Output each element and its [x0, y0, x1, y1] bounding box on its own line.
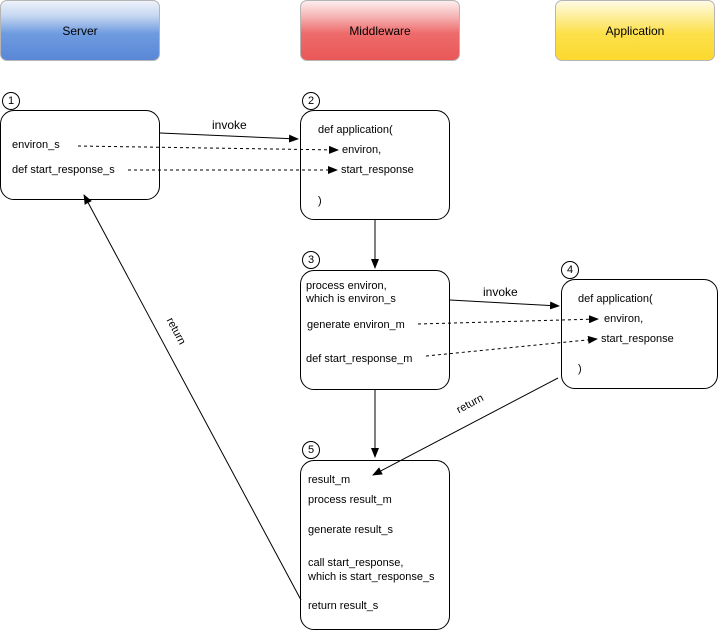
application-header: Application: [555, 0, 715, 61]
step-3-badge: 3: [302, 251, 320, 269]
edge-start-response-m-dashed: [425, 335, 598, 357]
edge-invoke-1-to-2: [159, 132, 299, 143]
box-3-middleware-process: [300, 270, 450, 390]
box1-def-start-response-s: def start_response_s: [12, 164, 115, 176]
box4-def-application: def application(: [578, 293, 653, 305]
box3-process-environ: process environ,: [306, 280, 387, 292]
step-1-badge: 1: [2, 92, 20, 110]
box2-environ: environ,: [342, 144, 382, 156]
step-2-badge: 2: [302, 92, 320, 110]
box4-start-response: start_response: [601, 333, 674, 345]
edge-label-invoke-mid: invoke: [483, 285, 518, 299]
edge-label-invoke-top: invoke: [212, 118, 247, 132]
box5-call-start-response: call start_response,: [308, 557, 404, 569]
edge-return-5-to-1: [83, 194, 302, 601]
box2-close-paren: ): [318, 195, 322, 207]
edge-environ-s-dashed: [77, 145, 339, 154]
server-header: Server: [0, 0, 160, 61]
box-1-server: [0, 110, 160, 200]
box-5-result: [300, 460, 450, 630]
middleware-header-label: Middleware: [349, 23, 411, 38]
box-2-middleware-app: [300, 110, 450, 220]
step-5-badge: 5: [302, 441, 320, 459]
box2-start-response: start_response: [341, 164, 414, 176]
box2-def-application: def application(: [318, 124, 393, 136]
box3-which-is-environ-s: which is environ_s: [306, 293, 396, 305]
box5-which-is-start-response-s: which is start_response_s: [308, 571, 435, 583]
box-4-application: [561, 279, 718, 389]
box5-result-m: result_m: [308, 474, 351, 486]
box1-environ-s: environ_s: [12, 139, 60, 151]
middleware-header: Middleware: [300, 0, 460, 61]
application-header-label: Application: [605, 23, 665, 38]
box3-def-start-response-m: def start_response_m: [306, 353, 413, 365]
server-header-label: Server: [62, 23, 98, 38]
box5-return-result-s: return result_s: [308, 600, 379, 612]
box5-process-result-m: process result_m: [308, 494, 392, 506]
box3-generate-environ-m: generate environ_m: [307, 319, 405, 331]
edge-return-4-to-5: [372, 377, 559, 476]
edge-invoke-3-to-4: [449, 299, 560, 310]
box5-generate-result-s: generate result_s: [308, 524, 393, 536]
box4-environ: environ,: [604, 313, 644, 325]
step-4-badge: 4: [561, 261, 579, 279]
edge-environ-m-dashed: [417, 315, 599, 325]
box4-close-paren: ): [578, 363, 582, 375]
